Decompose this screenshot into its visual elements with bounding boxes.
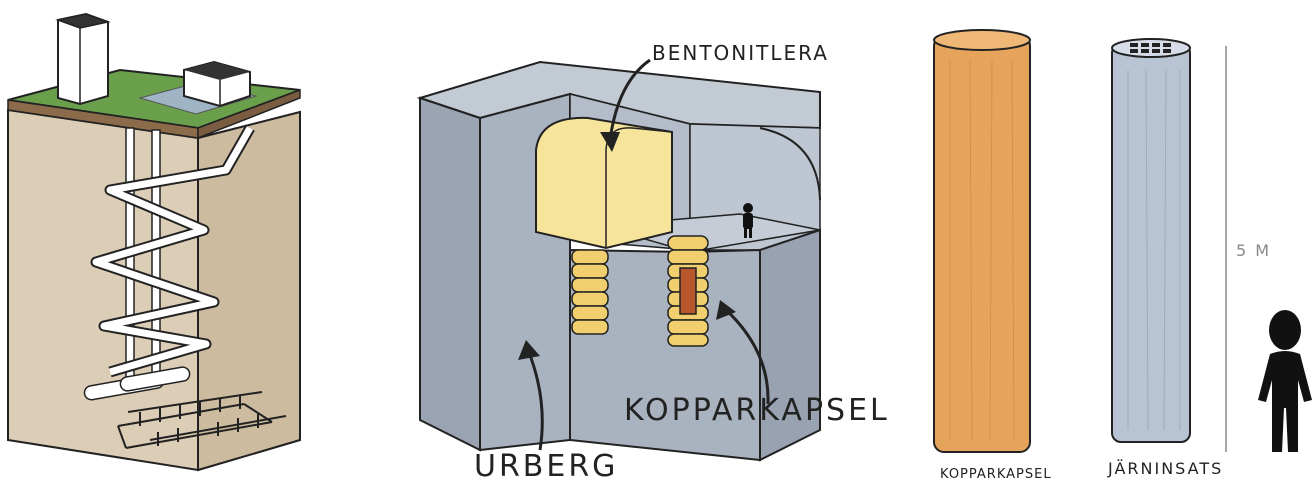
label-bedrock: URBERG xyxy=(474,449,618,482)
cutaway-diagram: BENTONITLERA URBERG KOPPARKAPSEL xyxy=(420,41,890,482)
label-iron-insert: JÄRNINSATS xyxy=(1107,459,1223,478)
label-copper-capsule-cutaway: KOPPARKAPSEL xyxy=(624,393,890,428)
person-large xyxy=(1258,310,1312,452)
label-scale: 5 M xyxy=(1236,241,1271,260)
iron-insert xyxy=(1112,44,1190,442)
canisters-diagram: 5 M KOPPARKAPSEL JÄRNINSATS xyxy=(934,30,1312,482)
capsule-in-hole xyxy=(680,268,696,314)
rock-left-slab xyxy=(420,98,480,450)
bentonite-rings-left xyxy=(572,250,608,334)
label-copper-capsule: KOPPARKAPSEL xyxy=(940,467,1052,482)
repository-diagram xyxy=(8,14,300,470)
copper-canister xyxy=(934,36,1030,452)
label-bentonite: BENTONITLERA xyxy=(652,41,829,65)
shaft-right xyxy=(152,130,160,386)
